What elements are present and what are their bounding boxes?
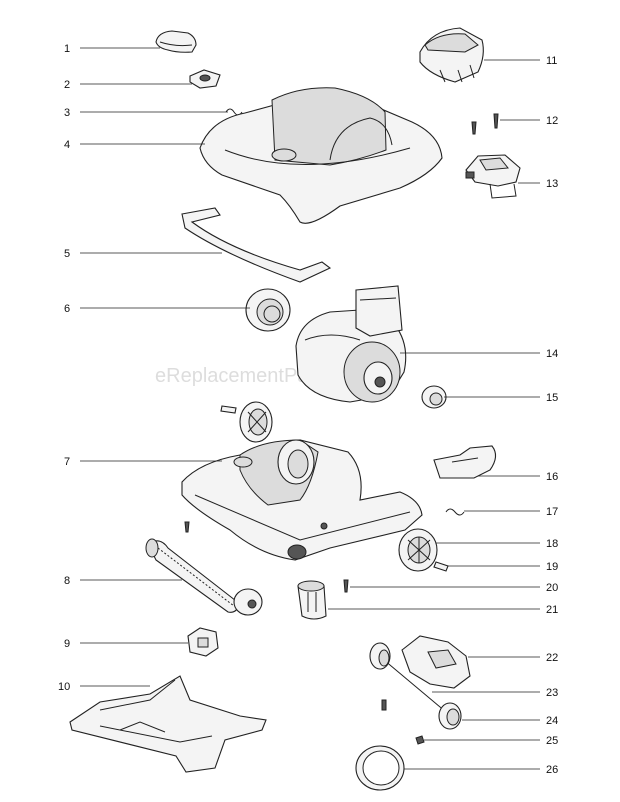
callout-16: 16 bbox=[546, 471, 558, 483]
part-9-pulley-drawing bbox=[187, 627, 219, 657]
callout-26: 26 bbox=[546, 764, 558, 776]
callout-20: 20 bbox=[546, 582, 558, 594]
callout-11: 11 bbox=[546, 55, 557, 67]
part-14-motor-drawing bbox=[295, 285, 407, 403]
callout-14: 14 bbox=[546, 348, 558, 360]
callouts: 1 2 3 4 5 6 7 8 9 10 11 12 13 14 15 16 bbox=[58, 43, 558, 776]
part-20-screw-drawing bbox=[184, 521, 349, 593]
part-7-base-drawing bbox=[181, 439, 423, 561]
part-19-pin-drawing bbox=[433, 561, 449, 572]
callout-13: 13 bbox=[546, 178, 558, 190]
part-8-brushroll-drawing bbox=[145, 538, 263, 616]
callout-24: 24 bbox=[546, 715, 558, 727]
part-13-bracket-drawing bbox=[465, 154, 521, 199]
part-10-bottomplate-drawing bbox=[69, 675, 267, 773]
callout-22: 22 bbox=[546, 652, 558, 664]
part-16-pedal-drawing bbox=[433, 445, 497, 479]
callout-23: 23 bbox=[546, 687, 558, 699]
callout-9: 9 bbox=[64, 638, 70, 650]
callout-10: 10 bbox=[58, 681, 70, 693]
callout-8: 8 bbox=[64, 575, 70, 587]
part-4-hood-drawing bbox=[199, 87, 443, 224]
callout-17: 17 bbox=[546, 506, 558, 518]
part-15-seal-drawing bbox=[421, 385, 447, 409]
part-2-plate-drawing bbox=[189, 69, 221, 89]
part-24-wheel-drawing bbox=[438, 702, 462, 730]
callout-21: 21 bbox=[546, 604, 558, 616]
part-5-bumper-drawing bbox=[181, 207, 332, 283]
callout-5: 5 bbox=[64, 248, 70, 260]
callout-7: 7 bbox=[64, 456, 70, 468]
wheel-pin-drawing bbox=[220, 401, 273, 443]
part-11-latch-drawing bbox=[419, 27, 484, 83]
callout-2: 2 bbox=[64, 79, 70, 91]
callout-19: 19 bbox=[546, 561, 558, 573]
callout-6: 6 bbox=[64, 303, 70, 315]
callout-4: 4 bbox=[64, 139, 70, 151]
part-6-ring-drawing bbox=[245, 288, 291, 332]
part-22-housing-drawing bbox=[401, 635, 471, 689]
callout-18: 18 bbox=[546, 538, 558, 550]
callout-3: 3 bbox=[64, 107, 70, 119]
part-21-cylinder-drawing bbox=[297, 580, 327, 620]
part-1-cover-drawing bbox=[155, 30, 197, 53]
callout-12: 12 bbox=[546, 115, 558, 127]
callout-25: 25 bbox=[546, 735, 558, 747]
part-12-screw-drawing bbox=[471, 113, 499, 135]
part-17-clip-drawing bbox=[445, 508, 465, 516]
part-18-wheel-drawing bbox=[398, 528, 438, 572]
part-26-belt-drawing bbox=[355, 745, 405, 791]
callout-1: 1 bbox=[64, 43, 70, 55]
small-screws-drawing bbox=[381, 699, 425, 745]
callout-15: 15 bbox=[546, 392, 558, 404]
part-23-axle-drawing bbox=[369, 642, 447, 713]
